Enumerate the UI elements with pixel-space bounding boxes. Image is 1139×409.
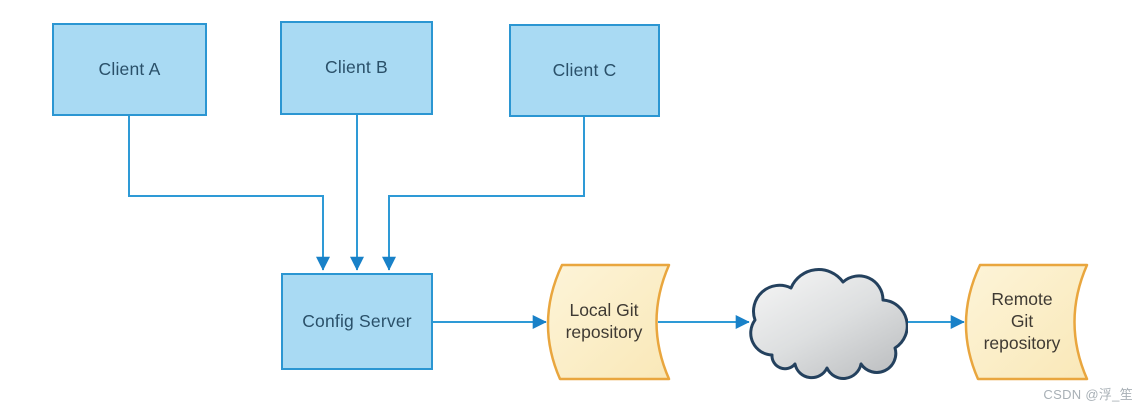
repository-shape-icon	[546, 263, 671, 381]
edge-client-c-to-config-server	[382, 115, 585, 271]
node-client-c: Client C	[509, 24, 660, 117]
node-local-git-label: Local Git repository	[565, 300, 643, 342]
node-client-a-label: Client A	[98, 58, 161, 79]
node-client-a: Client A	[52, 23, 207, 116]
watermark-text: CSDN @浮_笙	[1043, 387, 1133, 402]
repository-shape-icon	[964, 263, 1089, 381]
node-local-git-repository: Local Git repository	[538, 262, 678, 382]
node-config-server: Config Server	[281, 273, 433, 370]
node-client-c-label: Client C	[552, 59, 617, 80]
cloud-shape	[749, 268, 909, 380]
node-remote-git-label: Remote Git repository	[983, 289, 1061, 353]
edge-client-a-to-config-server	[128, 114, 330, 271]
network-cloud-icon	[742, 258, 909, 384]
node-config-server-label: Config Server	[302, 310, 412, 331]
node-remote-git-repository: Remote Git repository	[956, 262, 1096, 382]
node-client-b-label: Client B	[325, 57, 388, 78]
node-client-b: Client B	[280, 21, 433, 115]
